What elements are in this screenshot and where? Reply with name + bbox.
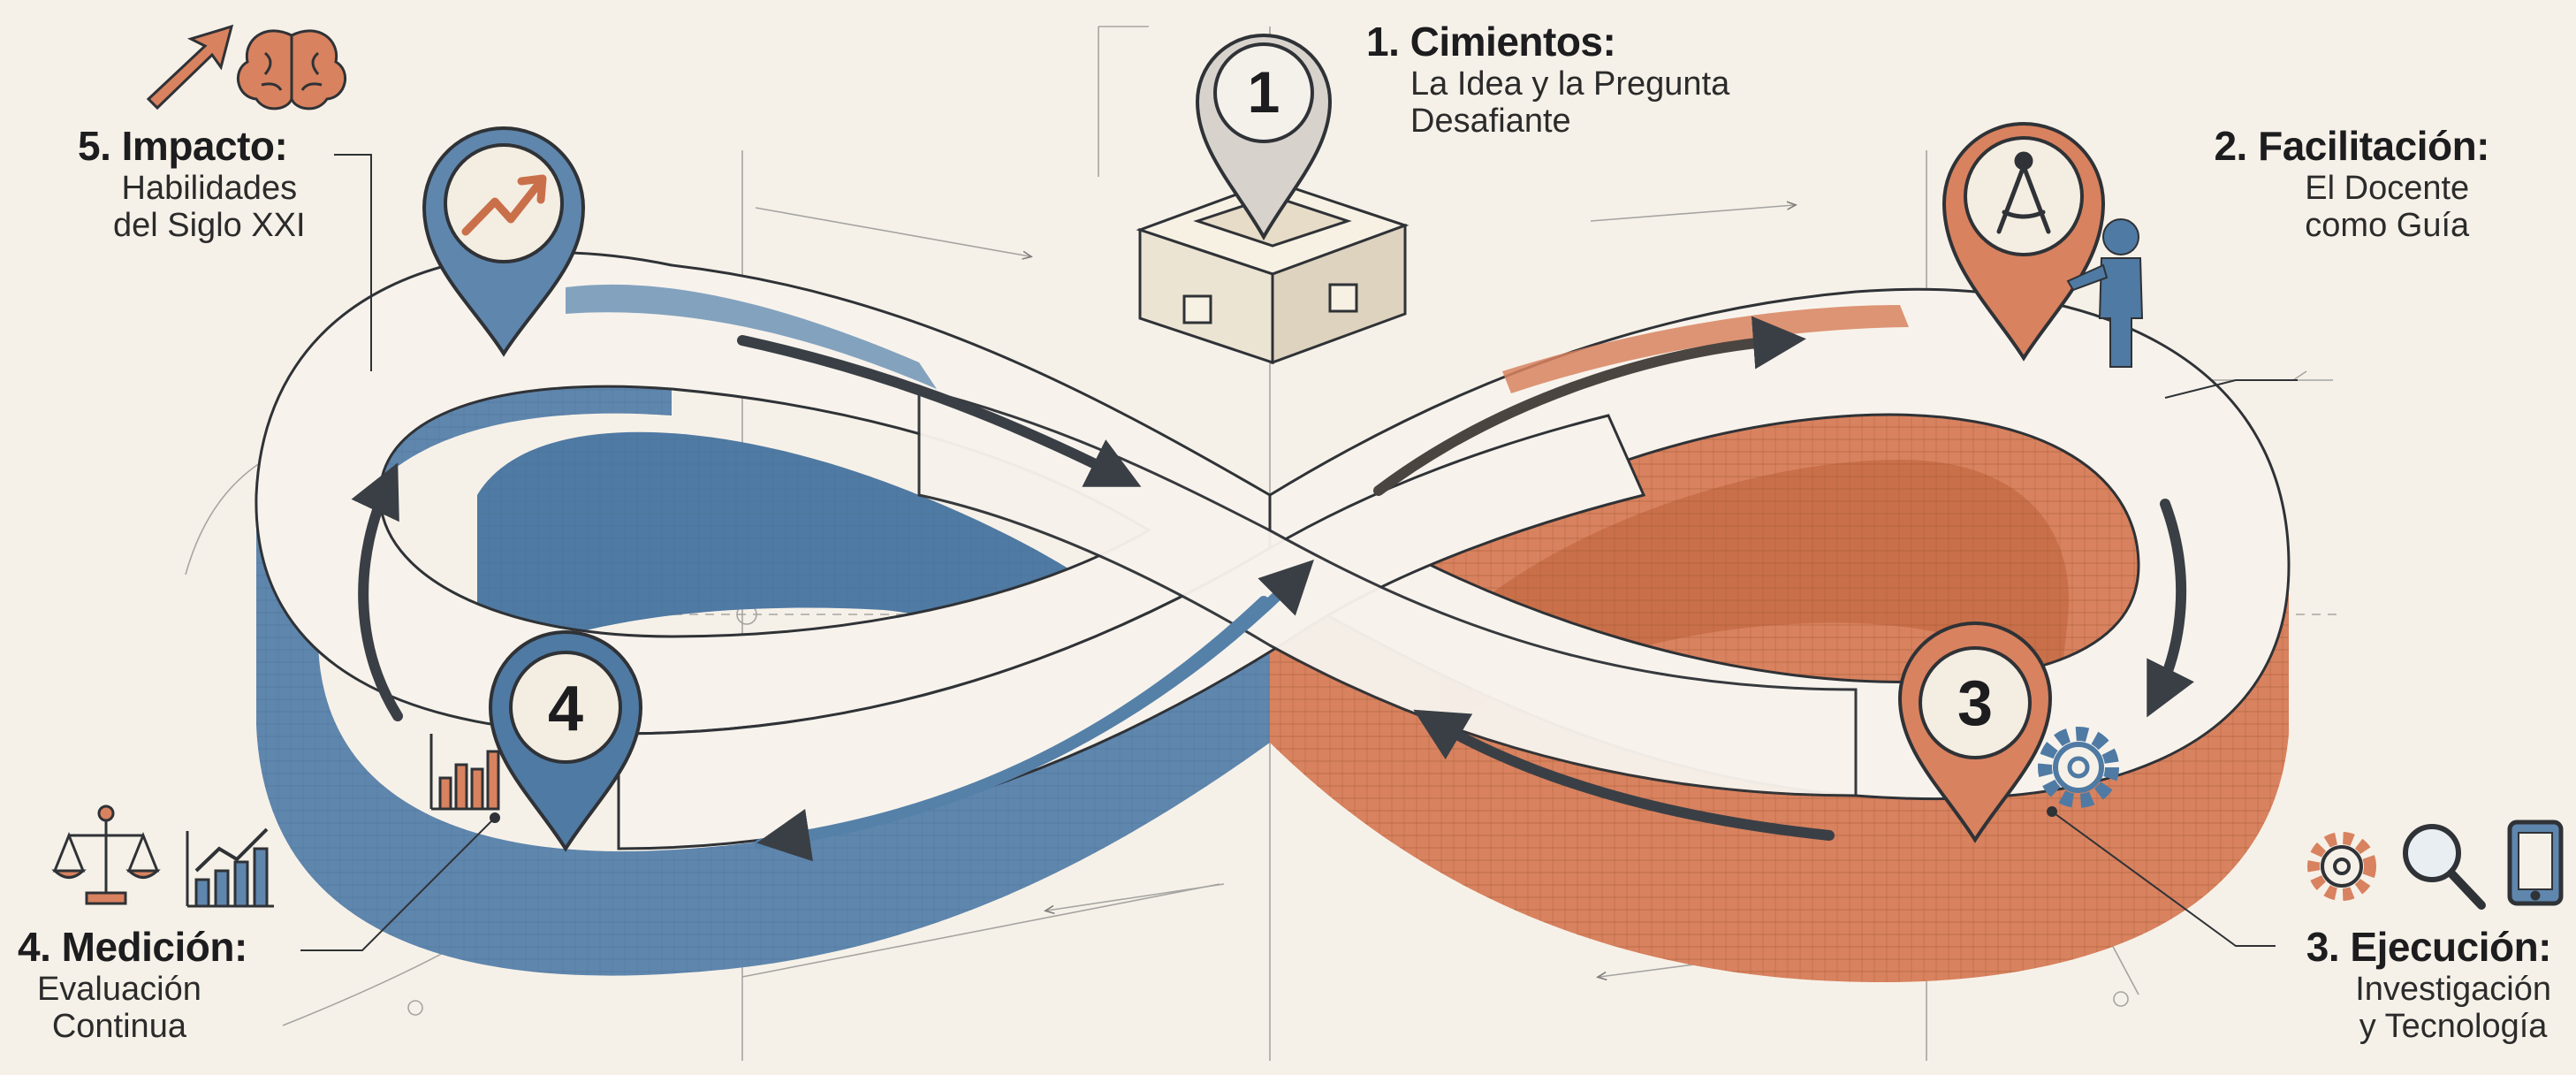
stage3-marker: 3	[1897, 621, 2119, 843]
stage5-subtitle-line1: Habilidades	[121, 169, 298, 207]
stage5-title: 5. Impacto:	[78, 123, 288, 169]
stage5-label: 5. Impacto: Habilidades del Siglo XXI	[78, 123, 306, 245]
stage4-number: 4	[548, 674, 583, 744]
stage3-subtitle-line1: Investigación	[2355, 970, 2551, 1008]
scales-icon	[51, 804, 161, 905]
stage4-label: 4. Medición: Evaluación Continua	[18, 924, 247, 1046]
stage2-subtitle-line2: como Guía	[2305, 207, 2470, 245]
stage4-subtitle-line1: Evaluación	[36, 970, 201, 1008]
stage4-title: 4. Medición:	[18, 924, 247, 970]
teacher-icon	[2066, 218, 2144, 368]
stage4-subtitle-line2: Continua	[51, 1008, 186, 1046]
arrow-top-left	[737, 335, 1142, 487]
stage4-marker: 4	[429, 630, 643, 852]
stage1-title: 1. Cimientos:	[1366, 19, 1616, 65]
stage3-number: 3	[1957, 668, 1993, 739]
stage2-label: 2. Facilitación: El Docente como Guía	[2214, 123, 2489, 245]
stage2-subtitle-line1: El Docente	[2305, 169, 2470, 207]
stage1-subtitle-line2: Desafiante	[1410, 103, 1571, 141]
compass-icon	[1996, 151, 2051, 234]
arrow-top-right	[1373, 316, 1806, 496]
stage2-marker	[1941, 122, 2144, 368]
crossing-band-blue	[617, 414, 1646, 850]
gear-icon-small	[2307, 832, 2376, 901]
stage1-number: 1	[1248, 59, 1280, 125]
stage5-subtitle-line2: del Siglo XXI	[113, 207, 306, 245]
stage3-subtitle-line2: y Tecnología	[2359, 1008, 2548, 1046]
stage3-label: 3. Ejecución: Investigación y Tecnología	[2302, 924, 2552, 1046]
gear-icon	[2038, 727, 2119, 808]
line-chart-icon	[186, 827, 274, 908]
stage2-title: 2. Facilitación:	[2214, 123, 2489, 169]
stage3-title: 3. Ejecución:	[2306, 924, 2552, 970]
stage1-label: 1. Cimientos: La Idea y la Pregunta Desa…	[1366, 19, 1729, 141]
tablet-icon	[2507, 820, 2564, 906]
crossing-band-orange	[917, 387, 1858, 797]
arrow-crossing-blue-back	[756, 596, 1269, 862]
stage1-subtitle-line1: La Idea y la Pregunta	[1410, 65, 1730, 103]
growth-arrow-icon	[146, 24, 234, 111]
arrow-right-down	[2147, 499, 2194, 718]
leader-lines	[300, 154, 2298, 951]
arrow-bottom-right	[1413, 709, 1835, 841]
bar-chart-icon	[429, 734, 500, 811]
stage5-marker	[422, 126, 586, 357]
magnifier-icon	[2403, 824, 2486, 910]
arrow-left-up	[351, 462, 403, 721]
flow-arrows	[351, 316, 2194, 862]
stage1-marker: 1	[1136, 34, 1410, 365]
trend-arrow-icon	[461, 174, 547, 236]
brain-icon	[237, 29, 346, 111]
